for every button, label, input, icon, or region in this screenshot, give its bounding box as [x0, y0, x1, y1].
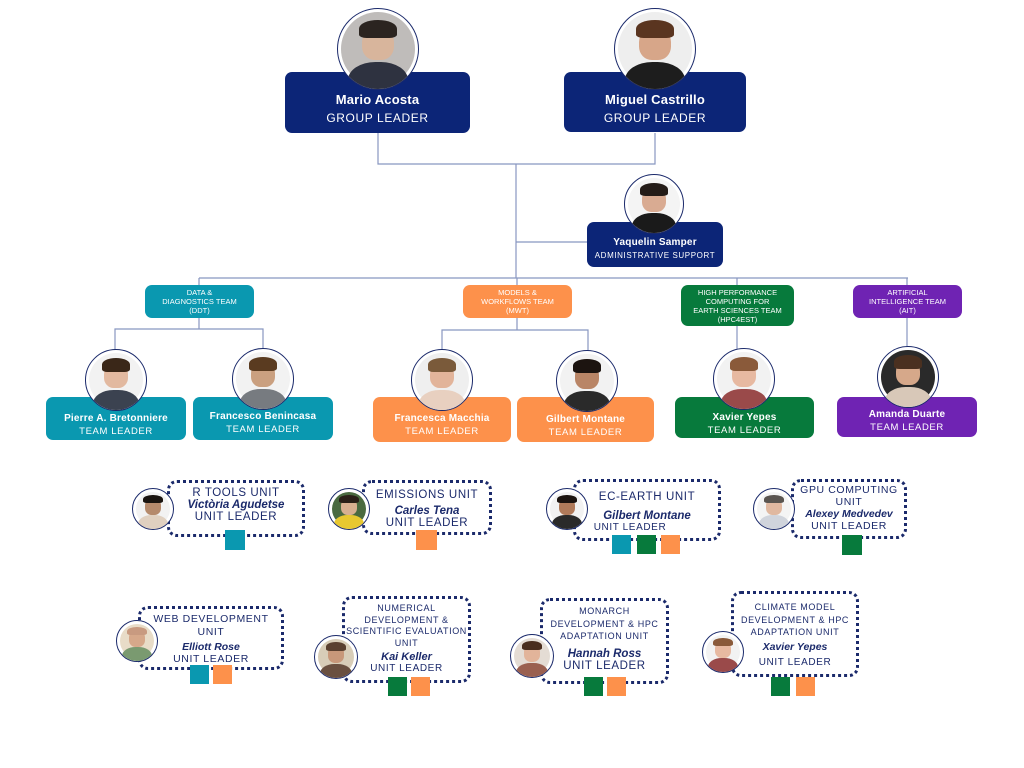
person-name: Yaquelin Samper	[613, 237, 697, 248]
person-role: GROUP LEADER	[326, 111, 429, 125]
avatar	[877, 346, 939, 408]
unit-leader-name: Xavier Yepes	[762, 640, 828, 653]
team-tag-mwt	[213, 665, 232, 684]
team-mwt[interactable]: MODELS & WORKFLOWS TEAM (MWT)	[463, 285, 572, 318]
team-tag-mwt	[796, 677, 815, 696]
team-ddt[interactable]: DATA & DIAGNOSTICS TEAM (DDT)	[145, 285, 254, 318]
avatar	[116, 620, 158, 662]
team-tag-hpc	[637, 535, 656, 554]
connector-group-leaders	[377, 133, 656, 165]
person-role: TEAM LEADER	[870, 422, 944, 433]
unit-title: NUMERICAL DEVELOPMENT & SCIENTIFIC EVALU…	[346, 603, 467, 648]
team-tag-mwt	[416, 530, 437, 550]
unit-title: CLIMATE MODEL DEVELOPMENT & HPC ADAPTATI…	[740, 602, 850, 637]
unit-leader-name: Alexey Medvedev	[805, 508, 893, 520]
team-tag-mwt	[411, 677, 430, 696]
unit-leader-role: UNIT LEADER	[173, 653, 249, 665]
unit-r-tools[interactable]: R TOOLS UNIT Victòria Agudetse UNIT LEAD…	[167, 480, 305, 537]
unit-leader-role: UNIT LEADER	[593, 522, 667, 533]
admin-card[interactable]: Yaquelin Samper ADMINISTRATIVE SUPPORT	[587, 222, 723, 267]
avatar	[624, 174, 684, 234]
person-role: TEAM LEADER	[548, 427, 623, 438]
unit-leader-name: Elliott Rose	[182, 641, 240, 653]
team-tag-ddt	[225, 530, 245, 550]
unit-gpu-computing[interactable]: GPU COMPUTING UNIT Alexey Medvedev UNIT …	[791, 479, 907, 539]
person-role: TEAM LEADER	[226, 424, 300, 435]
avatar	[314, 635, 358, 679]
person-name: Mario Acosta	[335, 92, 420, 107]
team-tag-hpc	[771, 677, 790, 696]
team-tag-hpc	[584, 677, 603, 696]
unit-ec-earth[interactable]: EC-EARTH UNIT Gilbert Montane UNIT LEADE…	[573, 479, 721, 541]
team-leader-card[interactable]: Francesco Benincasa TEAM LEADER	[193, 397, 333, 440]
unit-monarch-development[interactable]: MONARCH DEVELOPMENT & HPC ADAPTATION UNI…	[540, 598, 669, 684]
avatar	[328, 488, 370, 530]
avatar	[546, 488, 588, 530]
connector-ddt-leaders	[114, 318, 264, 350]
avatar	[702, 631, 744, 673]
unit-leader-role: UNIT LEADER	[370, 663, 443, 674]
person-role: TEAM LEADER	[79, 426, 153, 437]
team-leader-card[interactable]: Gilbert Montane TEAM LEADER	[517, 397, 654, 442]
unit-leader-role: UNIT LEADER	[194, 511, 278, 523]
unit-title: EC-EARTH UNIT	[598, 491, 696, 503]
unit-leader-role: UNIT LEADER	[563, 659, 646, 672]
unit-title: MONARCH DEVELOPMENT & HPC ADAPTATION UNI…	[550, 606, 659, 641]
connector-mwt-leaders	[441, 318, 589, 352]
unit-leader-name: Victòria Agudetse	[187, 499, 285, 511]
person-name: Pierre A. Bretonniere	[64, 413, 168, 424]
team-tag-hpc	[842, 535, 862, 555]
avatar	[411, 349, 473, 411]
unit-climate-model-development[interactable]: CLIMATE MODEL DEVELOPMENT & HPC ADAPTATI…	[731, 591, 859, 677]
person-role: TEAM LEADER	[707, 425, 782, 436]
team-tag-hpc	[388, 677, 407, 696]
avatar	[85, 349, 147, 411]
unit-web-development[interactable]: WEB DEVELOPMENT UNIT Elliott Rose UNIT L…	[138, 606, 284, 670]
person-name: Amanda Duarte	[868, 409, 946, 420]
avatar	[753, 488, 795, 530]
unit-title: GPU COMPUTING UNIT	[800, 484, 898, 508]
avatar	[556, 350, 618, 412]
unit-title: R TOOLS UNIT	[192, 487, 280, 499]
avatar	[132, 488, 174, 530]
person-role: GROUP LEADER	[603, 111, 707, 125]
person-name: Francesco Benincasa	[209, 411, 317, 422]
unit-leader-name: Carles Tena	[394, 505, 460, 517]
avatar	[713, 348, 775, 410]
person-name: Francesca Macchia	[394, 413, 490, 424]
team-tag-mwt	[661, 535, 680, 554]
unit-leader-name: Kai Keller	[381, 651, 432, 663]
team-ait[interactable]: ARTIFICIAL INTELLIGENCE TEAM (AIT)	[853, 285, 962, 318]
unit-leader-role: UNIT LEADER	[385, 517, 469, 529]
avatar	[614, 8, 696, 90]
person-name: Miguel Castrillo	[605, 92, 705, 107]
avatar	[337, 8, 419, 90]
unit-leader-name: Gilbert Montane	[603, 510, 691, 522]
team-tag-ddt	[190, 665, 209, 684]
team-tag-mwt	[607, 677, 626, 696]
person-role: ADMINISTRATIVE SUPPORT	[594, 251, 716, 260]
team-tag-ddt	[612, 535, 631, 554]
unit-numerical-development[interactable]: NUMERICAL DEVELOPMENT & SCIENTIFIC EVALU…	[342, 596, 471, 683]
unit-title: EMISSIONS UNIT	[375, 489, 479, 501]
person-name: Gilbert Montane	[545, 414, 626, 425]
unit-leader-role: UNIT LEADER	[811, 520, 887, 532]
avatar	[232, 348, 294, 410]
person-name: Xavier Yepes	[712, 412, 777, 423]
group-leader-card[interactable]: Mario Acosta GROUP LEADER	[285, 72, 470, 133]
person-role: TEAM LEADER	[405, 426, 479, 437]
unit-title: WEB DEVELOPMENT UNIT	[153, 613, 269, 638]
unit-leader-role: UNIT LEADER	[758, 656, 832, 668]
team-hpc4est[interactable]: HIGH PERFORMANCE COMPUTING FOR EARTH SCI…	[681, 285, 794, 326]
unit-emissions[interactable]: EMISSIONS UNIT Carles Tena UNIT LEADER	[362, 480, 492, 535]
avatar	[510, 634, 554, 678]
unit-leader-name: Hannah Ross	[567, 647, 642, 660]
